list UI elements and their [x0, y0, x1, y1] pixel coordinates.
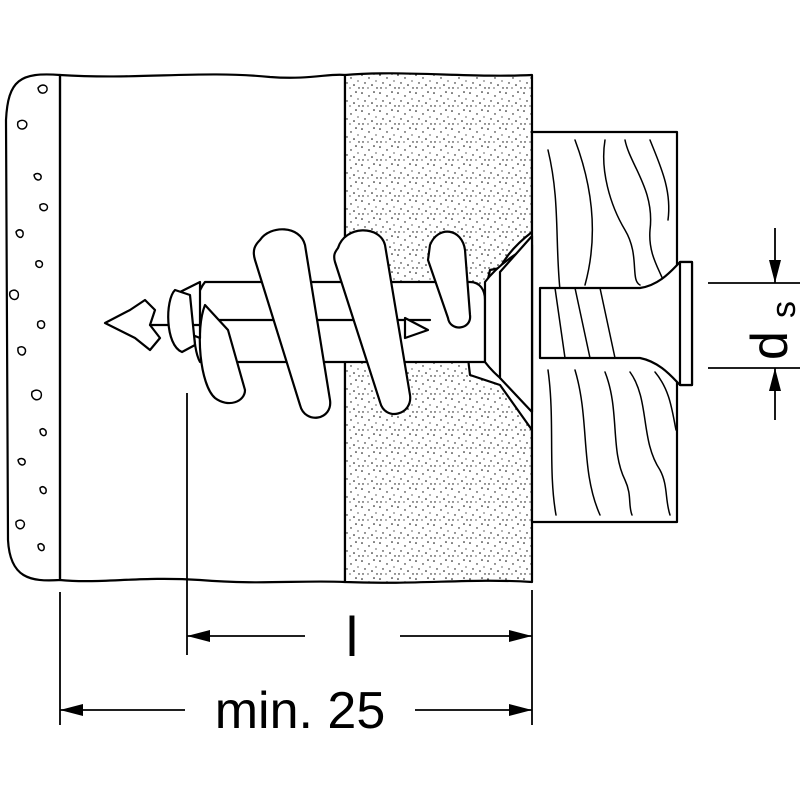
screw-head	[678, 260, 694, 387]
dimension-length: l	[186, 393, 533, 725]
l-arrow-left	[187, 630, 210, 642]
anchor-thread-flank	[333, 229, 412, 415]
wood-grain-line	[547, 149, 561, 291]
wood-grain-line	[574, 369, 601, 516]
screw-thread-tip	[167, 288, 197, 354]
anchor-thread-flank	[252, 228, 332, 419]
anchor-thread-flank	[426, 230, 472, 329]
screw-shank-tip	[403, 316, 430, 340]
wood-grain-line	[654, 371, 677, 431]
wood-grain-line	[547, 369, 557, 516]
spiral-anchor	[171, 228, 534, 419]
fixing-screw	[103, 260, 694, 387]
wood-grain-line	[604, 371, 633, 516]
masonry-pebbles	[8, 84, 49, 552]
dimension-min-depth: min. 25	[59, 592, 532, 740]
masonry-layer	[4, 73, 62, 582]
ds-arrow-top	[769, 260, 781, 283]
dimension-screw-diameter: d s	[708, 228, 800, 420]
ds-arrow-bottom	[769, 368, 781, 391]
wood-grain-line	[624, 139, 666, 286]
wood-grain-line	[602, 139, 641, 286]
min-depth-label: min. 25	[215, 682, 386, 740]
l-label: l	[346, 605, 358, 668]
min-arrow-right	[509, 704, 532, 716]
screw-thread-lines	[554, 287, 616, 359]
ds-label: d	[741, 331, 799, 360]
wood-grain-line	[649, 139, 670, 221]
min-arrow-left	[60, 704, 83, 716]
anchor-collar	[498, 234, 534, 414]
wood-grain-line	[574, 139, 594, 286]
wood-grain-line	[629, 371, 671, 516]
ds-label-subscript: s	[765, 301, 800, 318]
l-arrow-right	[509, 630, 532, 642]
